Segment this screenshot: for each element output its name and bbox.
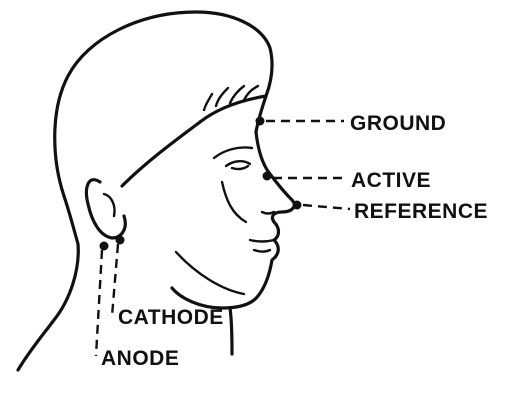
lower-lip-line — [254, 250, 270, 252]
label-reference: REFERENCE — [354, 200, 488, 223]
anode-electrode-dot — [100, 242, 109, 251]
hair-strand — [204, 94, 212, 110]
ear-inner — [104, 194, 115, 216]
reference-lead-line — [303, 205, 350, 209]
ground-electrode-dot — [256, 117, 265, 126]
neck-back — [18, 196, 78, 370]
reference-electrode-dot — [293, 201, 302, 210]
reference-lead — [293, 201, 351, 210]
active-electrode-dot — [263, 172, 272, 181]
neck-front — [230, 308, 232, 354]
hairline-temple — [122, 122, 200, 186]
cathode-lead — [112, 236, 125, 317]
label-active: ACTIVE — [351, 169, 431, 192]
ear — [87, 180, 126, 238]
cheek-line — [222, 182, 246, 222]
ground-lead — [256, 117, 345, 126]
cathode-electrode-dot — [116, 236, 125, 245]
eye-lower — [232, 166, 248, 169]
label-anode: ANODE — [101, 347, 179, 370]
hair-strand — [216, 88, 228, 106]
face-profile — [172, 132, 294, 308]
anode-lead-line — [96, 250, 102, 356]
anode-lead — [96, 242, 109, 357]
eye — [226, 161, 250, 166]
label-ground: GROUND — [350, 112, 446, 135]
nostril — [262, 212, 274, 214]
active-lead — [263, 172, 347, 181]
jaw-line — [176, 252, 244, 294]
mouth — [250, 240, 274, 242]
label-cathode: CATHODE — [118, 306, 224, 329]
eyebrow — [214, 147, 252, 158]
